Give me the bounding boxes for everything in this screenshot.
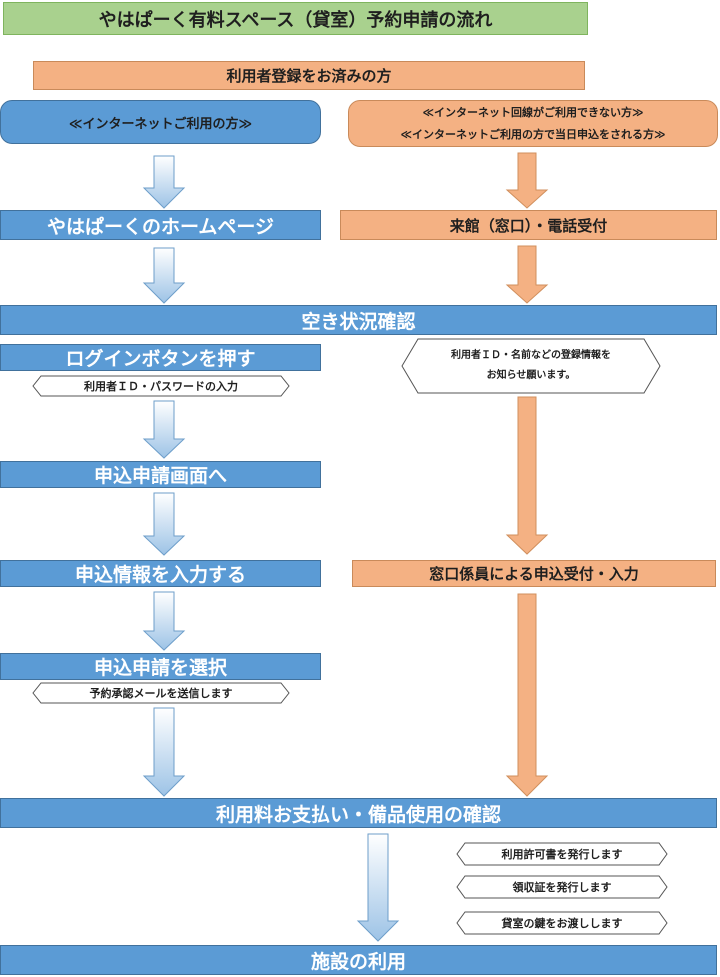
flow-arrow xyxy=(505,245,549,304)
flow-arrow xyxy=(356,833,400,942)
login-note-text: 利用者ＩＤ・パスワードの入力 xyxy=(84,380,238,393)
note-shape xyxy=(456,875,668,899)
internet-users-header: ≪インターネットご利用の方≫ xyxy=(0,100,321,144)
counter-phone-step: 来館（窓口）・電話受付 xyxy=(340,210,717,240)
flow-arrow xyxy=(505,152,549,209)
flow-arrow xyxy=(505,593,549,797)
flow-arrow xyxy=(142,707,186,797)
non-internet-users-line1: ≪インターネット回線がご利用できない方≫ xyxy=(422,105,644,119)
flow-arrow xyxy=(142,400,186,459)
flow-arrow xyxy=(142,247,186,304)
note-shape xyxy=(456,842,668,866)
registration-info-line2: お知らせ願います。 xyxy=(486,370,576,381)
availability-check-step: 空き状況確認 xyxy=(0,305,717,335)
non-internet-users-line2: ≪インターネットご利用の方で当日申込をされる方≫ xyxy=(400,127,666,141)
note-shape xyxy=(401,338,661,394)
email-note: 予約承認メールを送信します xyxy=(32,682,290,704)
login-button-step: ログインボタンを押す xyxy=(0,344,321,371)
permit-note-text: 利用許可書を発行します xyxy=(501,848,623,861)
payment-check-step: 利用料お支払い・備品使用の確認 xyxy=(0,798,717,828)
note-shape xyxy=(456,911,668,935)
registered-users-banner: 利用者登録をお済みの方 xyxy=(33,61,585,90)
registration-info-note: 利用者ＩＤ・名前などの登録情報を お知らせ願います。 xyxy=(401,338,661,394)
flow-arrow xyxy=(505,396,549,555)
receipt-note: 領収証を発行します xyxy=(456,875,668,899)
homepage-step: やはぱーくのホームページ xyxy=(0,210,321,240)
note-shape xyxy=(32,375,290,397)
facility-use-step: 施設の利用 xyxy=(0,945,717,975)
key-handover-note: 貸室の鍵をお渡しします xyxy=(456,911,668,935)
email-note-text: 予約承認メールを送信します xyxy=(89,687,233,700)
page-title: やはぱーく有料スペース（貸室）予約申請の流れ xyxy=(3,2,588,35)
counter-staff-input-step: 窓口係員による申込受付・入力 xyxy=(352,560,716,587)
input-info-step: 申込情報を入力する xyxy=(0,560,321,587)
key-handover-note-text: 貸室の鍵をお渡しします xyxy=(501,917,623,930)
login-note: 利用者ＩＤ・パスワードの入力 xyxy=(32,375,290,397)
registration-info-line1: 利用者ＩＤ・名前などの登録情報を xyxy=(451,350,611,361)
non-internet-users-header: ≪インターネット回線がご利用できない方≫ ≪インターネットご利用の方で当日申込を… xyxy=(348,100,718,147)
flow-arrow xyxy=(142,492,186,556)
application-screen-step: 申込申請画面へ xyxy=(0,461,321,488)
permit-note: 利用許可書を発行します xyxy=(456,842,668,866)
receipt-note-text: 領収証を発行します xyxy=(512,881,612,894)
select-application-step: 申込申請を選択 xyxy=(0,653,321,680)
flow-arrow xyxy=(142,155,186,209)
flow-arrow xyxy=(142,591,186,651)
note-shape xyxy=(32,682,290,704)
